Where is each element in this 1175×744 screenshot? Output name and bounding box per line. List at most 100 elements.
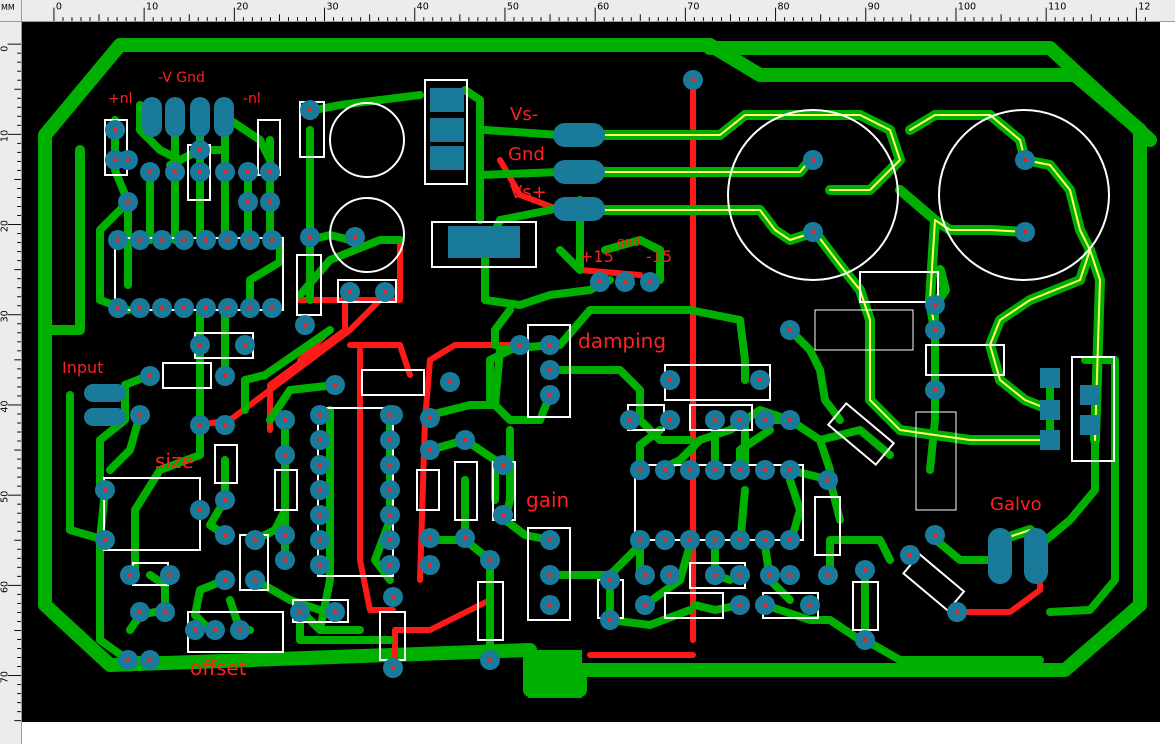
pad-drill (198, 148, 202, 152)
trimmer-damping-outline[interactable] (527, 324, 571, 418)
pad-reg2-1[interactable] (448, 226, 472, 258)
cap-outline-1[interactable] (329, 102, 405, 178)
ruler-label: 50 (0, 491, 11, 503)
pad-sq-2[interactable] (1040, 400, 1060, 420)
res-outline-4[interactable] (361, 369, 425, 396)
pad-plus-nl[interactable] (142, 97, 162, 137)
res-outline-5[interactable] (274, 469, 298, 511)
pad-drill (198, 343, 202, 347)
cap-outline-16[interactable] (104, 119, 128, 176)
pad-drill (333, 610, 337, 614)
cap-outline-6[interactable] (689, 404, 753, 431)
res-outline-13[interactable] (814, 496, 841, 556)
pad-drill (826, 478, 830, 482)
pad-input-1[interactable] (84, 384, 126, 402)
regulator-outline[interactable] (424, 79, 468, 185)
pad-sq-1[interactable] (1040, 368, 1060, 388)
pad-minus-nl[interactable] (214, 97, 234, 137)
pad-minus-v[interactable] (165, 97, 185, 137)
pad-reg1-2[interactable] (430, 118, 464, 142)
res-outline-10[interactable] (477, 581, 504, 641)
cap-outline-5[interactable] (925, 344, 1005, 376)
pad-drill (501, 513, 505, 517)
pad-drill (548, 393, 552, 397)
ruler-label: 90 (868, 2, 880, 13)
pad-drill (643, 603, 647, 607)
pad-input-2[interactable] (84, 408, 126, 426)
pad-drill (663, 538, 667, 542)
cap-outline-13[interactable] (214, 444, 238, 484)
res-outline-7[interactable] (454, 461, 478, 521)
pad-drill (826, 573, 830, 577)
pad-drill (238, 628, 242, 632)
ruler-label: 12 (1138, 2, 1150, 13)
pad-reg1-1[interactable] (430, 88, 464, 112)
pad-drill (223, 498, 227, 502)
pad-drill (148, 374, 152, 378)
res-outline-1[interactable] (664, 592, 724, 619)
ground-outline (38, 38, 1157, 698)
pad-vs-minus[interactable] (553, 123, 605, 147)
pad-gnd[interactable] (553, 160, 605, 184)
ruler-label: 50 (507, 2, 519, 13)
pad-drill (608, 578, 612, 582)
big-cap-outline-2[interactable] (938, 109, 1110, 281)
regulator-outline-2[interactable] (431, 221, 537, 268)
label-minus-v-gnd: -V Gnd (158, 70, 205, 86)
pad-drill (908, 553, 912, 557)
pad-drill (168, 573, 172, 577)
ruler-label: 30 (326, 2, 338, 13)
pad-drill (713, 468, 717, 472)
pad-drill (738, 603, 742, 607)
ruler-label: 10 (146, 2, 158, 13)
pad-reg2-3[interactable] (496, 226, 520, 258)
pad-drill (548, 603, 552, 607)
pad-drill (163, 610, 167, 614)
cap-outline-4[interactable] (859, 271, 939, 303)
pad-reg1-3[interactable] (430, 146, 464, 170)
pad-drill (128, 573, 132, 577)
pad-drill (318, 413, 322, 417)
pad-drill (1023, 230, 1027, 234)
pad-vs-plus[interactable] (553, 197, 605, 221)
ruler-label: 80 (777, 2, 789, 13)
pad-sq-3[interactable] (1040, 430, 1060, 450)
pad-drill (488, 558, 492, 562)
cap-outline-9[interactable] (337, 279, 397, 303)
pad-drill (213, 628, 217, 632)
pad-drill (303, 323, 307, 327)
pad-sq-4[interactable] (1080, 385, 1100, 405)
galvo-connector-outline[interactable] (1071, 356, 1115, 462)
cap-outline-19[interactable] (826, 401, 896, 467)
trimmer-gain-outline[interactable] (527, 527, 571, 621)
pad-drill (608, 618, 612, 622)
cap-outline-2[interactable] (329, 197, 405, 273)
pad-drill (333, 383, 337, 387)
pcb-canvas[interactable]: +nl -V Gnd -nl Vs- Gnd Vs+ +15 gnd -15 d… (22, 22, 1175, 744)
pad-drill (691, 78, 695, 82)
pad-galvo-2[interactable] (1024, 528, 1048, 584)
pad-drill (548, 343, 552, 347)
pad-drill (348, 290, 352, 294)
pad-drill (788, 328, 792, 332)
label-gnd: Gnd (508, 144, 545, 165)
res-outline-14[interactable] (852, 581, 879, 631)
ruler-label: 20 (236, 2, 248, 13)
big-cap-outline-1[interactable] (727, 109, 899, 281)
pad-drill (268, 170, 272, 174)
pad-galvo-1[interactable] (988, 528, 1012, 584)
label-input: Input (62, 358, 103, 377)
pad-drill (428, 448, 432, 452)
label-gnd-small: gnd (617, 235, 640, 249)
pad-sq-5[interactable] (1080, 415, 1100, 435)
pad-drill (428, 536, 432, 540)
label-damping: damping (578, 329, 666, 353)
res-outline-2[interactable] (296, 254, 322, 316)
pad-drill (488, 658, 492, 662)
pad-gnd-2[interactable] (190, 97, 210, 137)
res-outline-3[interactable] (162, 362, 212, 389)
res-outline-6[interactable] (416, 469, 440, 511)
pad-reg2-2[interactable] (472, 226, 496, 258)
pad-drill (788, 418, 792, 422)
